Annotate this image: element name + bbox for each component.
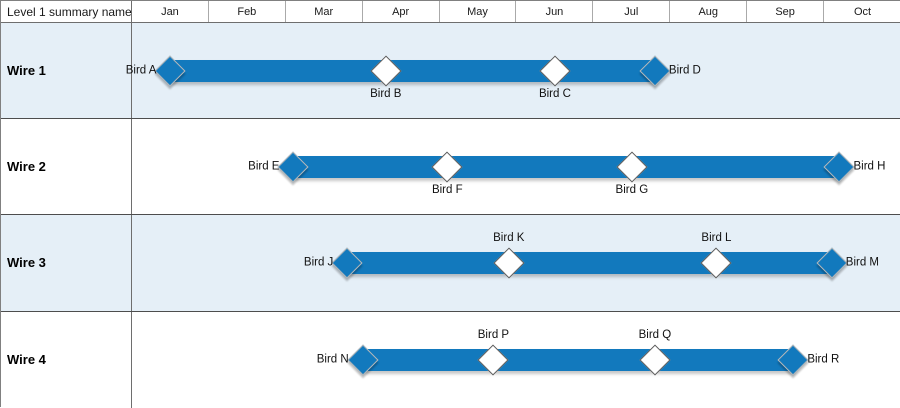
bar-area: Bird J Bird K Bird L Bird M — [1, 215, 900, 310]
milestone-label: Bird N — [316, 353, 349, 366]
gantt-row[interactable]: Wire 3 Bird J Bird K Bird L Bird M — [1, 215, 900, 312]
row-label-wire-4: Wire 4 — [1, 311, 132, 408]
month-header-sep: Sep — [747, 1, 825, 22]
month-header-apr: Apr — [363, 1, 440, 22]
milestone-label: Bird B — [370, 88, 402, 101]
milestone-label: Bird R — [807, 353, 840, 366]
month-header-jan: Jan — [132, 1, 209, 22]
name-column-header: Level 1 summary name — [1, 1, 132, 22]
milestone-label: Bird P — [477, 328, 510, 341]
month-header-feb: Feb — [209, 1, 286, 22]
milestone-label: Bird G — [615, 184, 649, 197]
summary-bar[interactable] — [170, 60, 655, 83]
month-header-may: May — [440, 1, 517, 22]
month-header-jun: Jun — [517, 1, 594, 22]
month-header-mar: Mar — [286, 1, 363, 22]
milestone-label: Bird M — [845, 256, 880, 269]
summary-bar[interactable] — [362, 348, 794, 371]
gantt-row[interactable]: Wire 2 Bird E Bird F Bird G Bird H — [1, 119, 900, 216]
milestone-label: Bird D — [668, 64, 701, 77]
month-header-jul: Jul — [593, 1, 671, 22]
milestone-label: Bird K — [493, 232, 525, 245]
milestone-label: Bird C — [538, 88, 571, 101]
milestone-label: Bird H — [853, 160, 886, 173]
month-header-aug: Aug — [670, 1, 748, 22]
gantt-row[interactable]: Wire 4 Bird N Bird P Bird Q Bird R — [1, 311, 900, 408]
milestone-label: Bird Q — [638, 328, 672, 341]
summary-bar[interactable] — [293, 156, 840, 179]
bar-area: Bird E Bird F Bird G Bird H — [1, 119, 900, 214]
month-header-oct: Oct — [853, 5, 872, 18]
row-label-wire-3: Wire 3 — [1, 215, 132, 311]
row-label-wire-1: Wire 1 — [1, 23, 132, 119]
milestone-label: Bird A — [125, 64, 157, 77]
summary-bar[interactable] — [347, 252, 832, 275]
bar-area: Bird A Bird B Bird C Bird D — [1, 23, 900, 118]
milestone-label: Bird J — [303, 256, 334, 269]
milestone-label: Bird E — [248, 160, 280, 173]
milestone-label: Bird F — [431, 184, 463, 197]
row-label-wire-2: Wire 2 — [1, 119, 132, 215]
milestone-label: Bird L — [701, 232, 732, 245]
bar-area: Bird N Bird P Bird Q Bird R — [1, 312, 900, 408]
